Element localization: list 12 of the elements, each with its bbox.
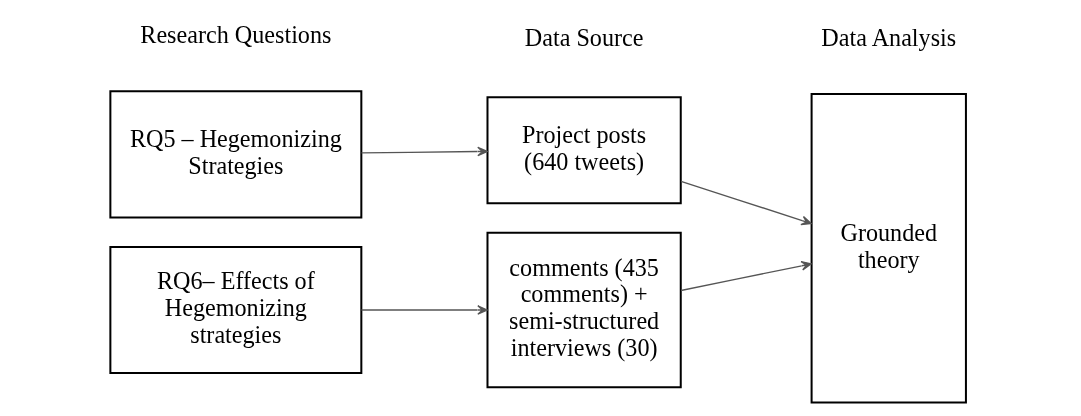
- label: Data Source: [524, 24, 644, 52]
- node-box: Grounded theory: [810, 92, 967, 404]
- node-box: RQ6– Effects of Hegemonizing strategies: [109, 245, 363, 375]
- arrow: [680, 180, 812, 226]
- arrow: [360, 305, 488, 315]
- node-box: RQ5 – Hegemonizing Strategies: [109, 90, 363, 219]
- node-box: comments (435 comments) + semi-structured interviews (30): [486, 231, 682, 389]
- label: Research Questions: [140, 21, 332, 49]
- arrow: [360, 146, 488, 157]
- arrow: [680, 260, 812, 292]
- node-box: Project posts (640 tweets): [486, 96, 682, 205]
- label: Data Analysis: [821, 24, 957, 52]
